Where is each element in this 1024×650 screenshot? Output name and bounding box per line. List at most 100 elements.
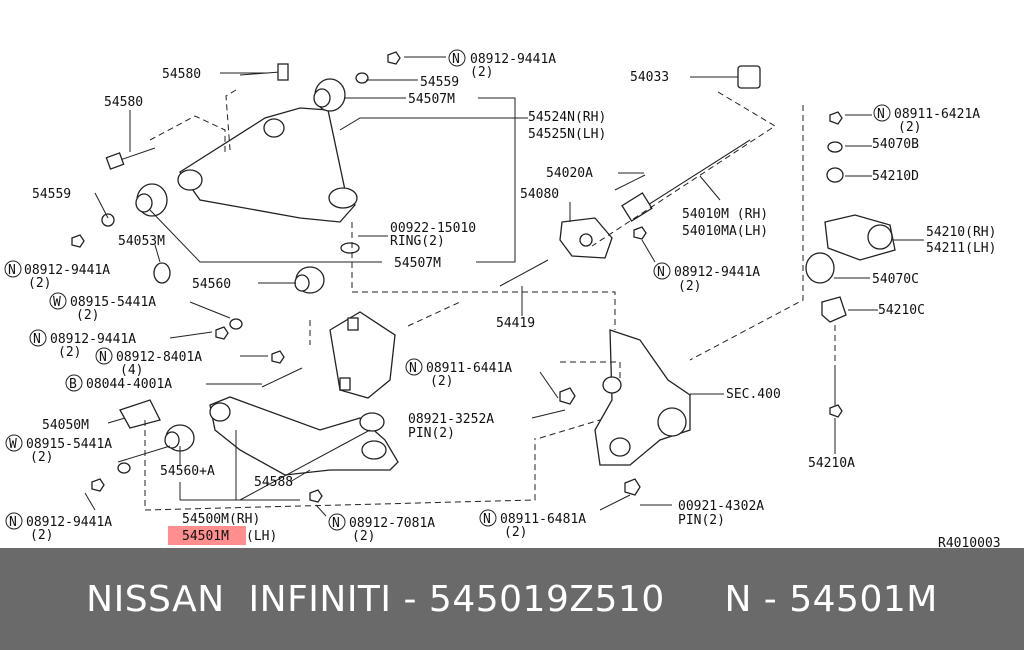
label-08911-6421a: 08911-6421A: [894, 107, 980, 122]
circle-w-2: W: [9, 437, 17, 452]
nut-8401: [271, 350, 285, 364]
label-54419: 54419: [496, 316, 535, 331]
bolt-54580-left: [105, 147, 156, 170]
cap-54033: [737, 65, 761, 89]
circle-n-5: N: [9, 515, 17, 530]
label-54070c: 54070C: [872, 272, 919, 287]
label-54588: 54588: [254, 475, 293, 490]
bolt-54580-top: [239, 63, 289, 81]
circle-b-1: B: [69, 377, 77, 392]
steering-knuckle: [594, 329, 691, 466]
label-qty-mid: (2): [58, 345, 81, 360]
nut-r: [633, 226, 647, 240]
label-qty-right: (2): [678, 279, 701, 294]
label-08044-4001a: 08044-4001A: [86, 377, 172, 392]
ring-00922: [340, 242, 360, 254]
bracket-54050m: [119, 399, 161, 429]
label-00922-15010: 00922-15010: [390, 221, 476, 236]
circle-w-1: W: [53, 295, 61, 310]
label-54210-rh: 54210(RH): [926, 225, 996, 240]
nut-m: [215, 326, 229, 340]
label-qty-6421: (2): [898, 120, 921, 135]
label-00921-4302a: 00921-4302A: [678, 499, 764, 514]
bushing-54507m-top: [313, 78, 346, 112]
label-54080: 54080: [520, 187, 559, 202]
label-sec-400: SEC.400: [726, 387, 781, 402]
label-qty-7081: (2): [352, 529, 375, 544]
label-54580-top: 54580: [162, 67, 201, 82]
footer-text: NISSAN INFINITI - 545019Z510 N - 54501M: [86, 578, 938, 620]
label-08912-9441a-bottom: 08912-9441A: [26, 515, 112, 530]
label-pin-2a: PIN(2): [408, 426, 455, 441]
nut-7081: [309, 489, 323, 503]
nut-left: [71, 234, 85, 248]
anchor-54080: [559, 217, 613, 259]
circle-n-8: N: [409, 361, 417, 376]
label-08915-5441a: 08915-5441A: [70, 295, 156, 310]
label-54501m: 54501M: [182, 529, 229, 544]
bushing-54507m-left: [135, 183, 168, 217]
label-08912-9441a-left: 08912-9441A: [24, 263, 110, 278]
label-reference: R4010003: [938, 536, 1001, 548]
bushing-54560a: [164, 424, 195, 452]
label-08912-9441a-right: 08912-9441A: [674, 265, 760, 280]
label-54501m-lh: (LH): [246, 529, 277, 544]
labels: 54580 N 08912-9441A (2) 54559 54507M 545…: [4, 49, 1001, 548]
label-qty-4: (4): [120, 363, 143, 378]
leader-lines: [84, 56, 924, 517]
label-54507m-bottom: 54507M: [394, 256, 441, 271]
circle-n-4: N: [99, 350, 107, 365]
circle-n-7: N: [483, 512, 491, 527]
parts-diagram: 54580 N 08912-9441A (2) 54559 54507M 545…: [4, 49, 1001, 548]
label-08915-5441a-bottom: 08915-5441A: [26, 437, 112, 452]
label-54210d: 54210D: [872, 169, 919, 184]
nut-top: [387, 51, 401, 65]
washer-54559-left: [101, 213, 115, 227]
circle-n-10: N: [877, 107, 885, 122]
label-08912-7081a: 08912-7081A: [349, 516, 435, 531]
label-54560a: 54560+A: [160, 464, 215, 479]
nut-b: [91, 478, 105, 492]
label-54050m: 54050M: [42, 418, 89, 433]
washer-w2: [117, 462, 131, 474]
label-08912-8401a: 08912-8401A: [116, 350, 202, 365]
label-08912-9441a-mid: 08912-9441A: [50, 332, 136, 347]
label-08911-6441a: 08911-6441A: [426, 361, 512, 376]
upper-control-arm: [177, 107, 358, 223]
nut-6441: [559, 387, 576, 405]
bolt-54020a: [614, 174, 646, 191]
label-qty-6481: (2): [504, 525, 527, 540]
label-54020a: 54020A: [546, 166, 593, 181]
label-54500m: 54500M(RH): [182, 512, 260, 527]
dashed-guides: [144, 89, 836, 511]
label-54211-lh: 54211(LH): [926, 241, 996, 256]
label-qty-6441: (2): [430, 374, 453, 389]
label-qty-w2: (2): [30, 450, 53, 465]
lower-control-arm: [209, 396, 399, 476]
label-54053m: 54053M: [118, 234, 165, 249]
stabilizer-link: [805, 111, 896, 418]
circle-n-9: N: [657, 265, 665, 280]
label-54033: 54033: [630, 70, 669, 85]
washer-w1: [229, 318, 243, 330]
label-qty-top: (2): [470, 65, 493, 80]
footer-banner: NISSAN INFINITI - 545019Z510 N - 54501M: [0, 548, 1024, 650]
bolt-08044: [261, 367, 303, 388]
label-qty-left: (2): [28, 276, 51, 291]
nut-6481: [624, 478, 641, 496]
label-54010m: 54010M (RH): [682, 207, 768, 222]
bolt-54419: [499, 259, 549, 287]
label-54524n: 54524N(RH): [528, 110, 606, 125]
cap-54053m: [153, 262, 171, 284]
circle-n-2: N: [8, 263, 16, 278]
washer-54559-top: [355, 72, 369, 84]
label-54010ma: 54010MA(LH): [682, 224, 768, 239]
highlight-54501m: [168, 526, 246, 545]
label-54210a: 54210A: [808, 456, 855, 471]
label-pin-2b: PIN(2): [678, 513, 725, 528]
label-54525n: 54525N(LH): [528, 127, 606, 142]
circle-n-3: N: [33, 332, 41, 347]
circle-n-6: N: [332, 516, 340, 531]
circle-n-1: N: [452, 52, 460, 67]
label-54507m-top: 54507M: [408, 92, 455, 107]
